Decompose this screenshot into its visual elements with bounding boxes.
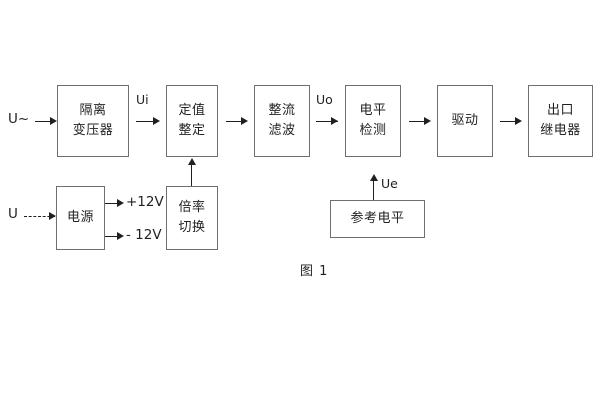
- arrow-right-icon-ui: [153, 117, 160, 125]
- block-isolation-transformer-line2: 变压器: [72, 123, 114, 138]
- connector-reference-level-to-level-detect: [373, 180, 374, 200]
- block-rectify-filter: 整流 滤波: [254, 85, 310, 157]
- block-rectify-filter-line2: 滤波: [268, 123, 296, 138]
- block-level-detect-line1: 电平: [359, 102, 387, 118]
- figure-caption: 图 1: [300, 264, 329, 279]
- block-drive: 驱动: [437, 85, 493, 157]
- ac-input-terminal-label: U~: [8, 111, 30, 127]
- rail-label-positive: +12V: [126, 194, 164, 210]
- connector-level-detect-to-drive: [409, 121, 429, 122]
- block-setpoint-adjust-line2: 整定: [178, 123, 206, 138]
- block-output-relay-line1: 出口: [546, 102, 574, 118]
- block-drive-line1: 驱动: [451, 112, 479, 128]
- arrow-right-icon-ac-input: [50, 117, 57, 125]
- block-power-supply-line1: 电源: [66, 209, 94, 225]
- signal-label-ue: Ue: [381, 176, 398, 191]
- block-output-relay-line2: 继电器: [540, 123, 581, 138]
- block-reference-level: 参考电平: [330, 200, 425, 238]
- connector-ratio-switch-to-setpoint: [191, 164, 192, 186]
- block-power-supply: 电源: [56, 186, 105, 250]
- arrow-right-icon-negative-rail: [117, 232, 124, 240]
- block-ratio-switch-line2: 切换: [178, 220, 206, 235]
- block-level-detect: 电平 检测: [345, 85, 401, 157]
- arrow-right-icon-uo: [331, 117, 338, 125]
- block-ratio-switch: 倍率 切换: [166, 186, 218, 250]
- block-output-relay: 出口 继电器: [528, 85, 593, 157]
- connector-power-supply-negative-rail: [105, 236, 122, 237]
- connector-ac-input-to-isolation-transformer: [35, 121, 55, 122]
- dc-input-terminal-label: U: [8, 206, 18, 222]
- block-reference-level-line1: 参考电平: [350, 210, 405, 226]
- block-isolation-transformer-line1: 隔离: [79, 102, 107, 118]
- arrow-right-icon-level-detect-to-drive: [424, 117, 431, 125]
- connector-drive-to-output-relay: [500, 121, 520, 122]
- connector-rectify-filter-to-level-detect: [316, 121, 338, 122]
- block-setpoint-adjust: 定值 整定: [166, 85, 218, 157]
- arrow-right-icon-positive-rail: [117, 199, 124, 207]
- arrow-up-icon-ratio-switch: [188, 158, 196, 165]
- connector-power-supply-positive-rail: [105, 203, 122, 204]
- signal-label-ui: Ui: [136, 92, 149, 107]
- block-setpoint-adjust-line1: 定值: [178, 102, 206, 118]
- connector-dc-input-to-power-supply: [24, 216, 55, 217]
- block-rectify-filter-line1: 整流: [268, 102, 296, 118]
- signal-label-uo: Uo: [316, 92, 333, 107]
- block-level-detect-line2: 检测: [359, 123, 387, 138]
- connector-setpoint-to-rectify-filter: [226, 121, 246, 122]
- block-ratio-switch-line1: 倍率: [178, 199, 206, 215]
- arrow-right-icon-drive-to-output-relay: [515, 117, 522, 125]
- connector-isolation-transformer-to-setpoint: [136, 121, 158, 122]
- arrow-right-icon-setpoint-to-rectify: [241, 117, 248, 125]
- arrow-up-icon-reference-level: [370, 174, 378, 181]
- arrow-right-icon-dc-input: [49, 212, 56, 220]
- block-isolation-transformer: 隔离 变压器: [57, 85, 129, 157]
- rail-label-negative: - 12V: [126, 227, 162, 243]
